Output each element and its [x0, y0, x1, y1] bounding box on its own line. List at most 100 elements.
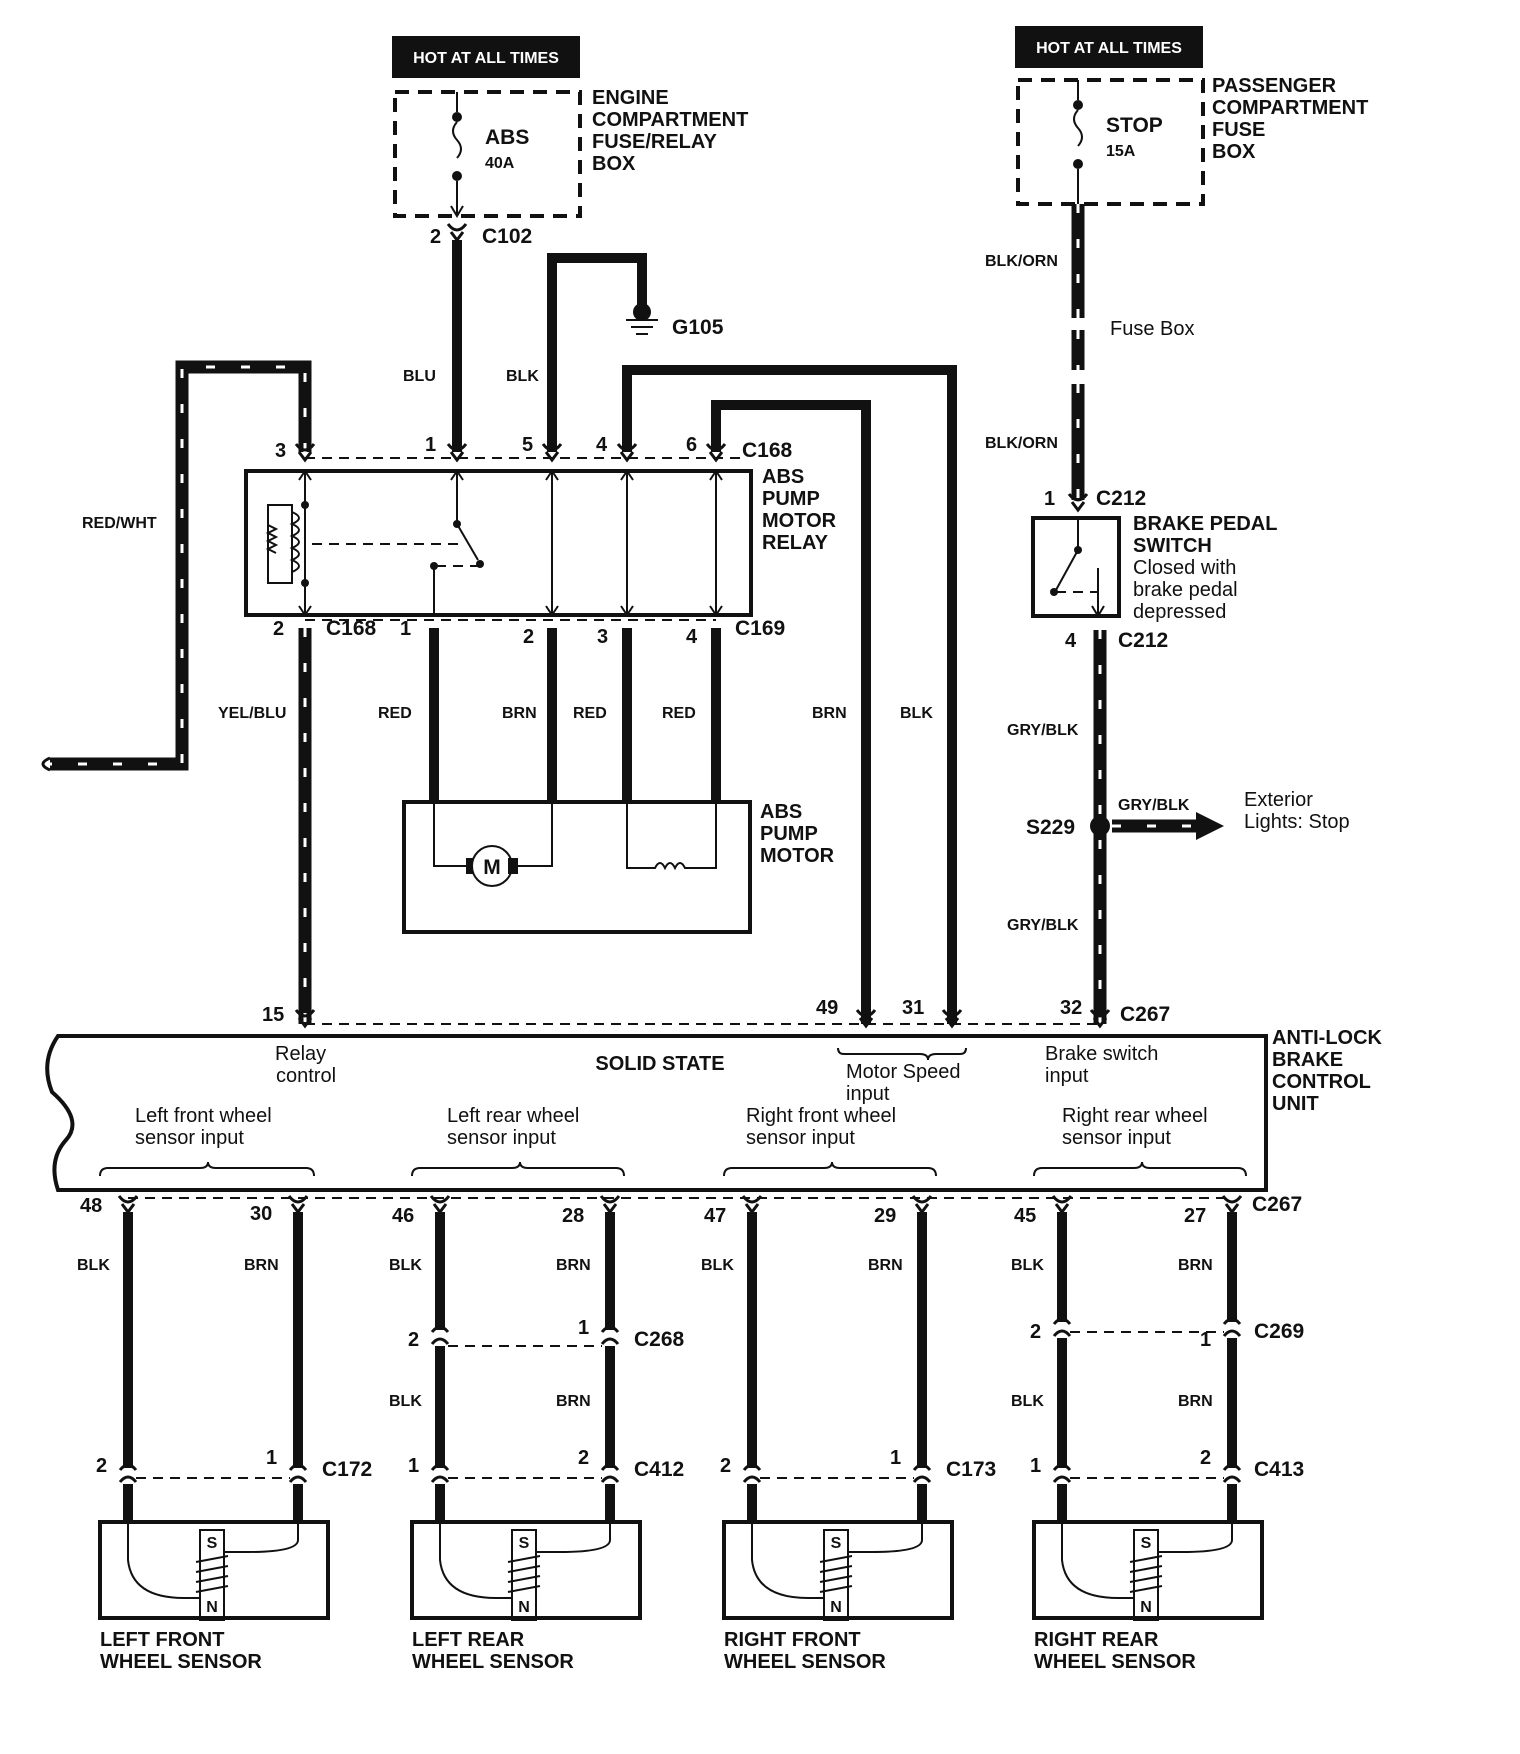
rr-conn-pin-1: 1 — [1030, 1455, 1041, 1477]
wire-label-gry-blk-1: GRY/BLK — [1007, 722, 1079, 739]
sensor-column-left-front — [98, 1194, 330, 1621]
relay-bottom-pin-1: 1 — [400, 618, 411, 640]
lf-conn-pin-2: 1 — [266, 1447, 277, 1469]
switch-top-connector: C212 — [1096, 487, 1146, 510]
lf-connector: C172 — [322, 1458, 372, 1481]
c102-label: C102 — [482, 225, 532, 248]
rr-mid-connector: C269 — [1254, 1320, 1304, 1343]
rf-input-1: Right front wheel — [746, 1105, 896, 1127]
lf-wire-blk: BLK — [77, 1257, 110, 1274]
switch-bottom-pin: 4 — [1065, 630, 1077, 652]
brake-pedal-switch — [1031, 516, 1121, 618]
wire-label-red-3: RED — [662, 705, 696, 722]
lr-mid-pin-1: 2 — [408, 1329, 419, 1351]
rr-ecu-pin-1: 45 — [1014, 1205, 1036, 1227]
lr-connector: C412 — [634, 1458, 684, 1481]
lf-input-2: sensor input — [135, 1127, 244, 1149]
brake-switch-input-2: input — [1045, 1065, 1089, 1087]
ecu-name-3: CONTROL — [1272, 1071, 1371, 1093]
ecu-name-4: UNIT — [1272, 1093, 1319, 1115]
lf-ecu-pin-1: 48 — [80, 1195, 102, 1217]
switch-top-pin: 1 — [1044, 488, 1055, 510]
lr-pole-n: N — [518, 1599, 530, 1616]
engine-fuse-block: HOT AT ALL TIMES ABS 40A ENGINE COMPARTM… — [392, 36, 748, 248]
splice-dest-1: Exterior — [1244, 789, 1313, 811]
rr-conn-pin-2: 2 — [1200, 1447, 1211, 1469]
motor-name-3: MOTOR — [760, 845, 835, 867]
rf-name-1: RIGHT FRONT — [724, 1629, 861, 1651]
wire-label-red-wht: RED/WHT — [82, 515, 157, 532]
engine-hot-label: HOT AT ALL TIMES — [413, 50, 559, 67]
rf-wire-brn: BRN — [868, 1257, 903, 1274]
rr-input-1: Right rear wheel — [1062, 1105, 1208, 1127]
lr-conn-pin-1: 1 — [408, 1455, 419, 1477]
lr-conn-pin-2: 2 — [578, 1447, 589, 1469]
switch-name-2: SWITCH — [1133, 535, 1212, 557]
fuse-box-label: Fuse Box — [1110, 318, 1194, 340]
rr-mid-pin-1: 2 — [1030, 1321, 1041, 1343]
switch-desc-3: depressed — [1133, 601, 1226, 623]
lr-pole-s: S — [519, 1535, 530, 1552]
rr-pole-s: S — [1141, 1535, 1152, 1552]
wire-label-brn-motor: BRN — [502, 705, 537, 722]
rr-wire-brn-2: BRN — [1178, 1393, 1213, 1410]
engine-box-label-2: COMPARTMENT — [592, 109, 748, 131]
rf-ecu-pin-2: 29 — [874, 1205, 896, 1227]
wire-label-blk-orn-2: BLK/ORN — [985, 435, 1058, 452]
sensor-column-right-front — [722, 1194, 954, 1621]
lr-wire-blk-2: BLK — [389, 1393, 422, 1410]
motor-name-2: PUMP — [760, 823, 818, 845]
switch-desc-1: Closed with — [1133, 557, 1236, 579]
relay-name-2: PUMP — [762, 488, 820, 510]
wire-label-red-1: RED — [378, 705, 412, 722]
rf-name-2: WHEEL SENSOR — [724, 1651, 886, 1673]
motor-symbol: M — [483, 856, 501, 879]
passenger-box-label-3: FUSE — [1212, 119, 1265, 141]
lf-input-1: Left front wheel — [135, 1105, 272, 1127]
lr-ecu-pin-2: 28 — [562, 1205, 584, 1227]
passenger-box-label-2: COMPARTMENT — [1212, 97, 1368, 119]
lf-pole-n: N — [206, 1599, 218, 1616]
ground-label: G105 — [672, 316, 724, 339]
engine-box-label-1: ENGINE — [592, 87, 669, 109]
stop-fuse-name: STOP — [1106, 114, 1163, 137]
stop-fuse-rating: 15A — [1106, 143, 1136, 160]
relay-top-connector: C168 — [742, 439, 793, 462]
abs-pump-motor — [402, 800, 752, 934]
lr-mid-pin-2: 1 — [578, 1317, 589, 1339]
ecu-pin-31: 31 — [902, 997, 924, 1019]
wire-label-red-2: RED — [573, 705, 607, 722]
rr-connector: C413 — [1254, 1458, 1304, 1481]
lf-wire-brn: BRN — [244, 1257, 279, 1274]
passenger-fuse-block: HOT AT ALL TIMES STOP 15A PASSENGER COMP… — [1015, 26, 1368, 206]
relay-bottom-connector-c169: C169 — [735, 617, 785, 640]
rr-name-2: WHEEL SENSOR — [1034, 1651, 1196, 1673]
rf-pole-n: N — [830, 1599, 842, 1616]
rr-ecu-pin-2: 27 — [1184, 1205, 1206, 1227]
rf-input-2: sensor input — [746, 1127, 855, 1149]
passenger-box-label-1: PASSENGER — [1212, 75, 1337, 97]
ecu-name-2: BRAKE — [1272, 1049, 1343, 1071]
switch-name-1: BRAKE PEDAL — [1133, 513, 1277, 535]
wire-blk-31 — [622, 365, 957, 1024]
relay-name-3: MOTOR — [762, 510, 837, 532]
rr-wire-brn-1: BRN — [1178, 1257, 1213, 1274]
splice-s229 — [1090, 816, 1110, 836]
sensor-column-left-rear — [410, 1194, 642, 1621]
wire-label-blk-31: BLK — [900, 705, 933, 722]
relay-name-4: RELAY — [762, 532, 829, 554]
relay-top-pin-1: 1 — [425, 434, 436, 456]
relay-bottom-pin-4: 4 — [686, 626, 698, 648]
ecu-pin-49: 49 — [816, 997, 838, 1019]
passenger-box-label-4: BOX — [1212, 141, 1256, 163]
motor-speed-2: input — [846, 1083, 890, 1105]
ecu-top-connector: C267 — [1120, 1003, 1170, 1026]
ecu-name-1: ANTI-LOCK — [1272, 1027, 1383, 1049]
relay-name-1: ABS — [762, 466, 804, 488]
wire-label-gry-blk-2: GRY/BLK — [1007, 917, 1079, 934]
lf-ecu-pin-2: 30 — [250, 1203, 272, 1225]
rr-input-2: sensor input — [1062, 1127, 1171, 1149]
wire-red-wht — [50, 360, 312, 771]
rf-connector: C173 — [946, 1458, 996, 1481]
